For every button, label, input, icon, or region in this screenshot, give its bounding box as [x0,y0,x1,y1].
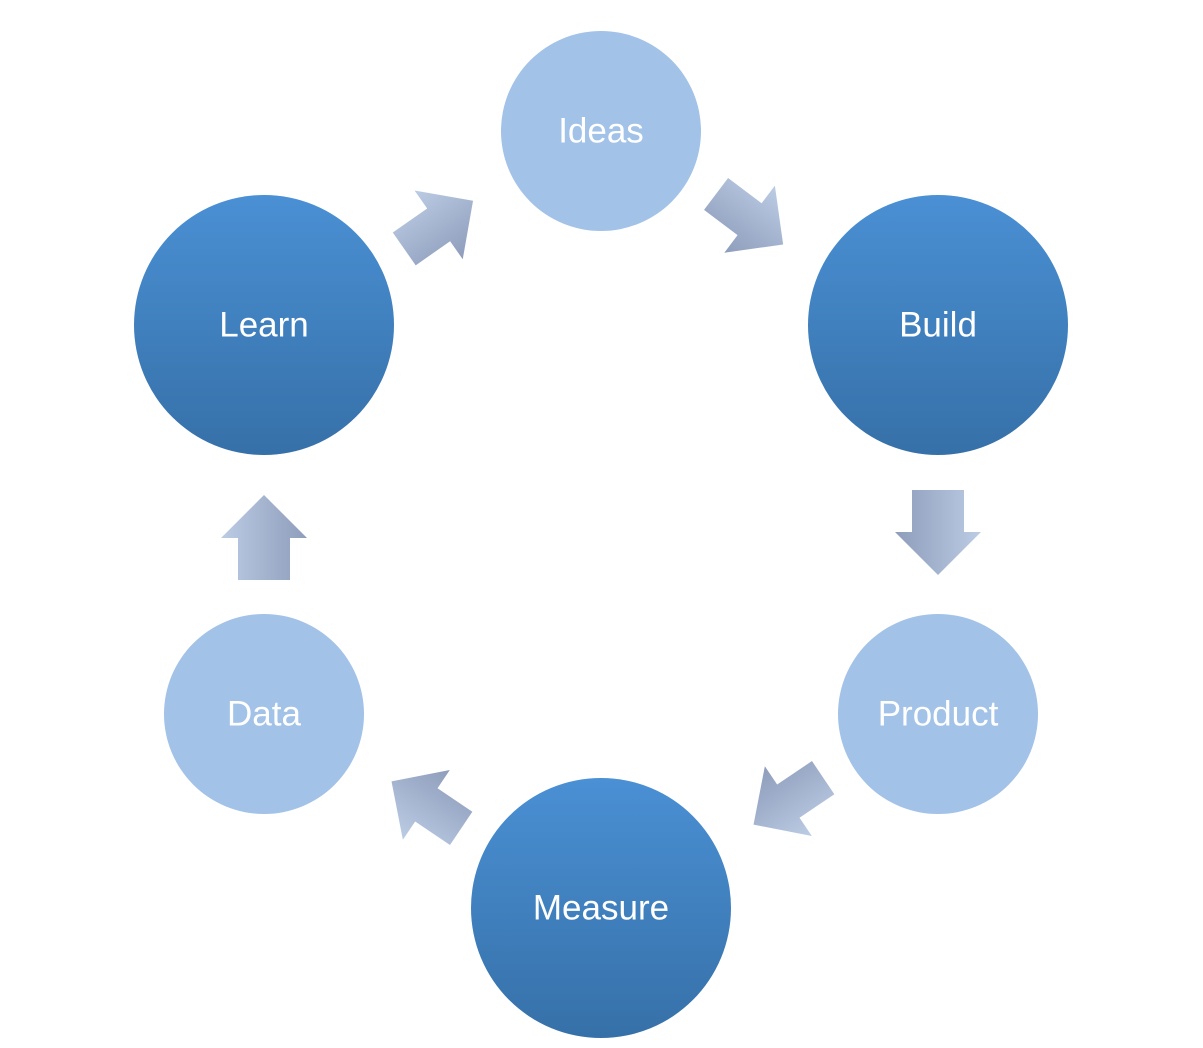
node-data: Data [164,614,364,814]
node-build: Build [808,195,1068,455]
arrow-build-to-product [895,490,981,575]
node-build-label: Build [899,306,977,345]
arrow-learn-to-ideas [392,190,474,266]
node-learn-label: Learn [219,306,309,345]
node-measure: Measure [471,778,731,1038]
arrow-product-to-measure [753,761,835,836]
arrow-measure-to-data [391,770,473,845]
node-data-label: Data [227,695,301,734]
node-product: Product [838,614,1038,814]
arrow-ideas-to-build [704,177,784,253]
arrow-data-to-learn [221,495,307,580]
node-ideas-label: Ideas [558,112,644,151]
node-product-label: Product [878,695,999,734]
node-measure-label: Measure [533,889,669,928]
node-learn: Learn [134,195,394,455]
node-ideas: Ideas [501,31,701,231]
